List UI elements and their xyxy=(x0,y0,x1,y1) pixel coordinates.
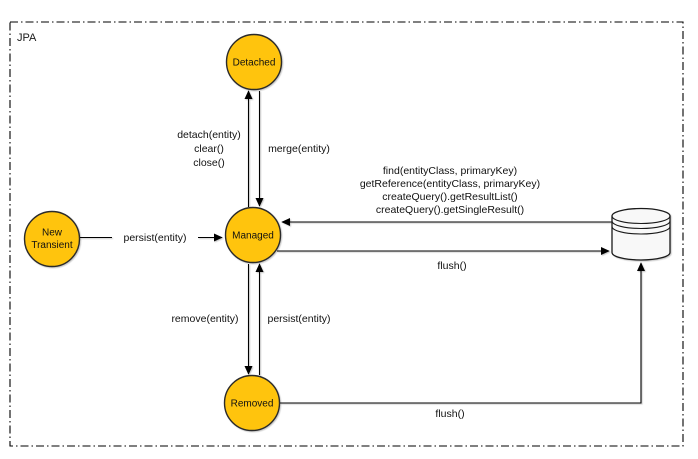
edge-label-create-query-result-list: createQuery().getResultList() xyxy=(382,191,517,203)
node-detached-label: Detached xyxy=(233,58,276,69)
jpa-frame-label: JPA xyxy=(17,32,37,44)
node-new-transient-label-line2: Transient xyxy=(31,240,73,251)
edge-label-flush-removed: flush() xyxy=(435,408,464,420)
edge-removed-to-database-flush xyxy=(279,262,646,404)
edge-label-persist-removed: persist(entity) xyxy=(267,313,330,325)
edge-label-get-reference: getReference(entityClass, primaryKey) xyxy=(360,178,540,190)
edge-label-find: find(entityClass, primaryKey) xyxy=(383,165,517,177)
node-new-transient-label-line1: New xyxy=(42,228,63,239)
node-new-transient xyxy=(23,210,81,268)
database-cylinder-top-ellipse xyxy=(611,215,671,225)
node-managed xyxy=(224,206,282,264)
database-icon xyxy=(611,207,671,261)
edge-label-detach: detach(entity) xyxy=(177,129,241,141)
diagram-shapes xyxy=(23,33,671,432)
node-detached xyxy=(225,33,283,91)
node-removed-label: Removed xyxy=(231,399,274,410)
diagram-labels: JPA New Transient Detached Managed Remov… xyxy=(17,32,540,420)
edge-label-persist-new: persist(entity) xyxy=(123,232,186,244)
edge-label-merge: merge(entity) xyxy=(268,143,330,155)
jpa-frame-border xyxy=(9,21,684,447)
edge-label-create-query-single-result: createQuery().getSingleResult() xyxy=(376,204,524,216)
edge-label-close: close() xyxy=(193,157,225,169)
node-managed-label: Managed xyxy=(232,231,274,242)
edge-label-clear: clear() xyxy=(194,143,224,155)
database-cylinder-disk-line-1 xyxy=(611,220,671,230)
edge-label-flush-managed: flush() xyxy=(437,260,466,272)
edge-label-remove: remove(entity) xyxy=(171,313,238,325)
node-removed xyxy=(223,374,281,432)
database-cylinder-disk-line-2 xyxy=(611,226,671,235)
